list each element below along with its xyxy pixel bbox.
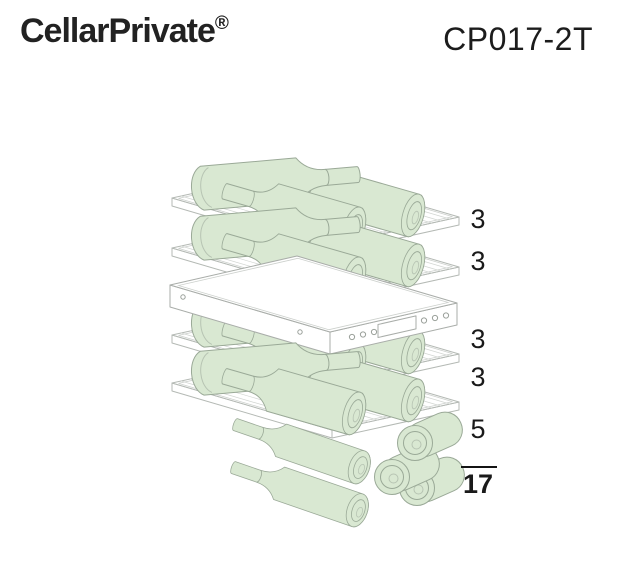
screw-hole: [297, 329, 303, 335]
control-button: [348, 333, 356, 341]
bottle-count-row-2: 3: [470, 246, 486, 276]
control-panel: [348, 312, 450, 341]
screw-hole: [180, 294, 186, 300]
brand-name: CellarPrivate: [20, 12, 216, 50]
brand-logo: CellarPrivate®: [20, 12, 229, 51]
bottle-count-row-5: 5: [470, 414, 486, 444]
bottle-count-row-4: 3: [470, 362, 486, 392]
zone-divider: [169, 255, 458, 355]
divider-top-inset: [176, 257, 450, 331]
total-separator-line: [461, 466, 497, 468]
model-number: CP017-2T: [443, 21, 593, 57]
control-button: [359, 331, 367, 338]
control-button: [370, 328, 378, 336]
registered-trademark-symbol: ®: [214, 13, 229, 34]
control-button: [431, 314, 439, 322]
control-button: [442, 312, 450, 319]
bottle-count-row-1: 3: [470, 204, 486, 234]
bottle-count-row-3: 3: [470, 324, 486, 354]
divider-top-face: [169, 255, 458, 333]
control-button: [420, 317, 428, 324]
total-bottle-count: 17: [462, 469, 494, 499]
temperature-display: [377, 315, 417, 338]
